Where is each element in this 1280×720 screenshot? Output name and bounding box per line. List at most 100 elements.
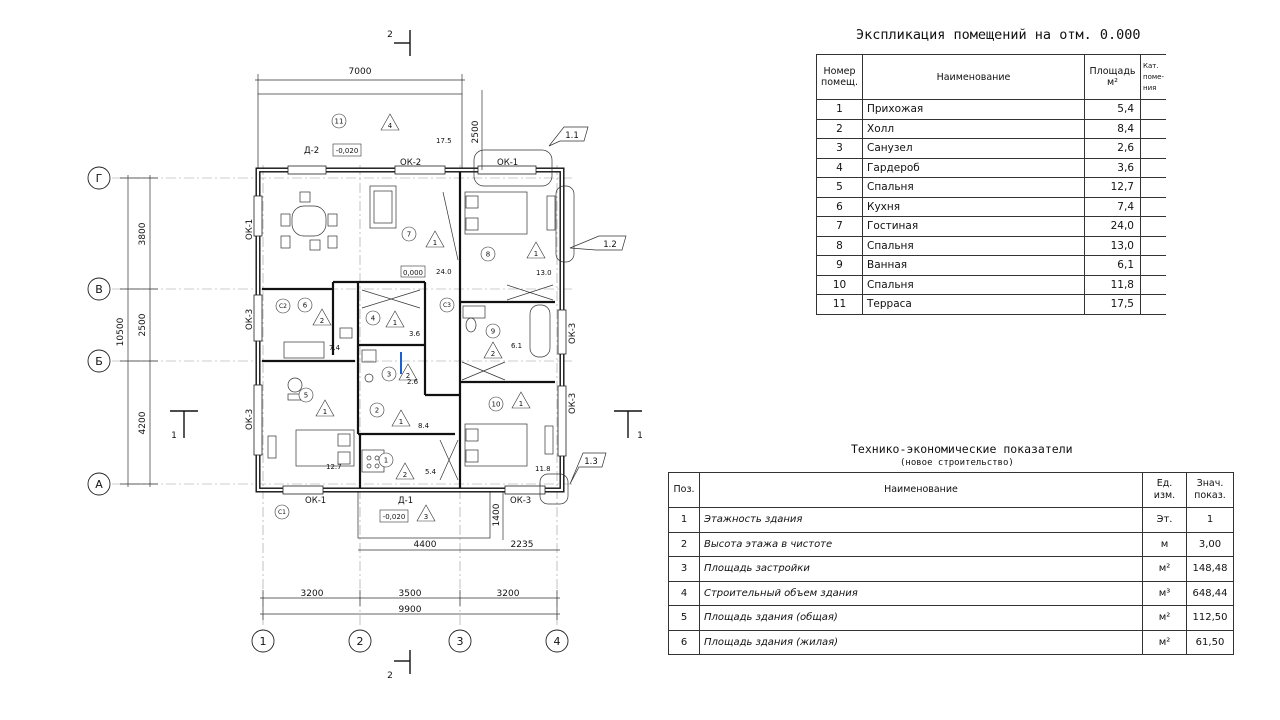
section-label-right: 1: [637, 431, 643, 441]
expl-cell-cat: [1139, 196, 1166, 217]
expl-cell-cat: [1139, 99, 1166, 120]
tep-cell-name: Строительный объем здания: [699, 580, 1143, 606]
expl-cell-name: Гостиная: [862, 216, 1085, 237]
dim-porch-right: 2235: [511, 540, 534, 550]
expl-cell-num: 5: [816, 177, 863, 198]
expl-cell-name: Кухня: [862, 196, 1085, 217]
room-3-area: 2.6: [407, 378, 419, 386]
tep-cell-unit: м: [1142, 531, 1187, 557]
tep-cell-pos: 3: [668, 556, 700, 582]
tep-cell-name: Площадь здания (общая): [699, 605, 1143, 631]
tep-cell-unit: м²: [1142, 629, 1187, 655]
room-7-number: 7: [407, 231, 411, 239]
cabinet-c3: C3: [443, 302, 451, 309]
expl-cell-num: 3: [816, 138, 863, 159]
expl-cell-num: 1: [816, 99, 863, 120]
expl-cell-area: 3,6: [1084, 157, 1141, 178]
expl-cell-area: 11,8: [1084, 274, 1141, 295]
floor-plan: Г В Б А 1 2 3 4 7000 2500 10500 3800 250…: [87, 30, 643, 681]
dim-bottom-2: 3500: [399, 589, 422, 599]
expl-header-name: Наименование: [862, 54, 1085, 100]
section-label-bottom: 2: [387, 671, 393, 681]
axis-label-B: Б: [95, 355, 103, 368]
expl-cell-cat: [1139, 216, 1166, 237]
dim-left-1: 3800: [138, 222, 148, 245]
axis-bubbles: [87, 166, 569, 653]
grid-lines: [112, 165, 575, 628]
section-label-top: 2: [387, 30, 393, 40]
expl-cell-num: 2: [816, 118, 863, 139]
room-2-area: 8.4: [418, 422, 430, 430]
axis-label-G: Г: [96, 172, 103, 185]
expl-cell-num: 9: [816, 255, 863, 276]
expl-cell-area: 12,7: [1084, 177, 1141, 198]
room-10-number: 10: [492, 401, 501, 409]
axis-label-3: 3: [457, 635, 464, 648]
expl-cell-name: Прихожая: [862, 99, 1085, 120]
dim-porch-depth: 1400: [492, 503, 502, 526]
expl-cell-num: 10: [816, 274, 863, 295]
expl-cell-cat: [1139, 157, 1166, 178]
expl-cell-num: 8: [816, 235, 863, 256]
tep-cell-name: Высота этажа в чистоте: [699, 531, 1143, 557]
level-floor: 0,000: [403, 269, 423, 277]
room-6-area: 7.4: [329, 344, 341, 352]
tep-header-value: Знач. показ.: [1186, 472, 1234, 508]
windows: [253, 165, 567, 495]
cabinet-c1: C1: [278, 509, 286, 516]
section-label-left: 1: [171, 431, 177, 441]
expl-cell-area: 7,4: [1084, 196, 1141, 217]
expl-cell-cat: [1139, 294, 1166, 315]
expl-header-area: Площадь м²: [1084, 54, 1141, 100]
window-label-ok3-bottom: ОК-3: [510, 496, 531, 506]
dim-bottom-3: 3200: [497, 589, 520, 599]
expl-cell-num: 6: [816, 196, 863, 217]
expl-cell-area: 13,0: [1084, 235, 1141, 256]
room-1-number: 1: [384, 457, 388, 465]
expl-cell-area: 8,4: [1084, 118, 1141, 139]
tep-cell-value: 112,50: [1186, 605, 1234, 631]
window-label-ok1-top: ОК-1: [497, 158, 518, 168]
expl-cell-num: 11: [816, 294, 863, 315]
tep-cell-value: 3,00: [1186, 531, 1234, 557]
axis-label-A: А: [95, 478, 103, 491]
expl-cell-area: 24,0: [1084, 216, 1141, 237]
window-label-ok1-bottom: ОК-1: [305, 496, 326, 506]
axis-label-V: В: [95, 283, 103, 296]
tep-cell-value: 61,50: [1186, 629, 1234, 655]
door-label-d1: Д-1: [398, 496, 413, 506]
dim-left-2: 2500: [138, 313, 148, 336]
callout-1-2: 1.2: [603, 240, 617, 250]
room-1-category: 2: [403, 471, 407, 479]
tep-cell-name: Площадь здания (жилая): [699, 629, 1143, 655]
expl-cell-name: Спальня: [862, 274, 1085, 295]
dim-terrace-depth: 2500: [471, 120, 481, 143]
dimension-lines: [120, 74, 560, 620]
callout-1-3: 1.3: [584, 457, 598, 467]
section-marks: [170, 30, 642, 674]
tep-header-pos: Поз.: [668, 472, 700, 508]
room-4-number: 4: [371, 315, 376, 323]
dim-porch-width: 4400: [414, 540, 437, 550]
window-label-ok3-right-1: ОК-3: [568, 323, 578, 344]
level-porch: -0,020: [383, 513, 406, 521]
room-9-area: 6.1: [511, 342, 522, 350]
tep-cell-unit: м²: [1142, 605, 1187, 631]
tep-cell-name: Площадь застройки: [699, 556, 1143, 582]
room-6-number: 6: [303, 302, 308, 310]
room-9-number: 9: [491, 328, 495, 336]
expl-header-cat: Кат. поме- ния: [1139, 54, 1166, 100]
expl-cell-name: Спальня: [862, 235, 1085, 256]
